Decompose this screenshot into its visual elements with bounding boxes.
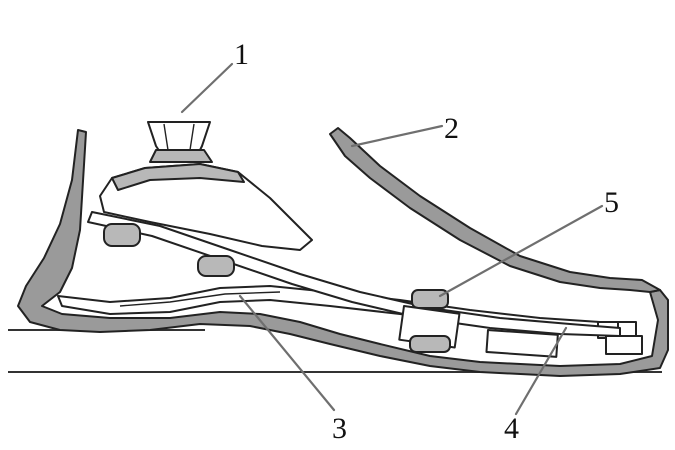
callout-1: 1: [234, 38, 249, 71]
pyramid-adapter-base: [149, 149, 213, 163]
leader-line-5: [438, 204, 604, 298]
leader-line-4: [514, 326, 568, 416]
bolt-head-left: [103, 223, 141, 247]
callout-2: 2: [444, 112, 459, 145]
bolt-assembly-top: [411, 289, 449, 309]
ankle-block-band: [111, 163, 245, 191]
foot-shell-heel: [17, 129, 669, 377]
pyramid-adapter-edge-2: [189, 123, 195, 151]
foot-shell-upper: [329, 127, 661, 293]
callout-4: 4: [504, 412, 519, 445]
toe-block-3: [605, 335, 643, 355]
pyramid-adapter-edge: [163, 123, 169, 151]
leader-line-2: [350, 124, 444, 148]
toe-block-1: [485, 329, 559, 358]
base-plate-inner-line: [119, 291, 281, 307]
callout-3: 3: [332, 412, 347, 445]
leader-line-1: [180, 62, 234, 114]
callout-5: 5: [604, 186, 619, 219]
bolt-assembly-bottom: [409, 335, 451, 353]
bolt-head-right: [197, 255, 235, 277]
leader-line-3: [238, 294, 336, 412]
